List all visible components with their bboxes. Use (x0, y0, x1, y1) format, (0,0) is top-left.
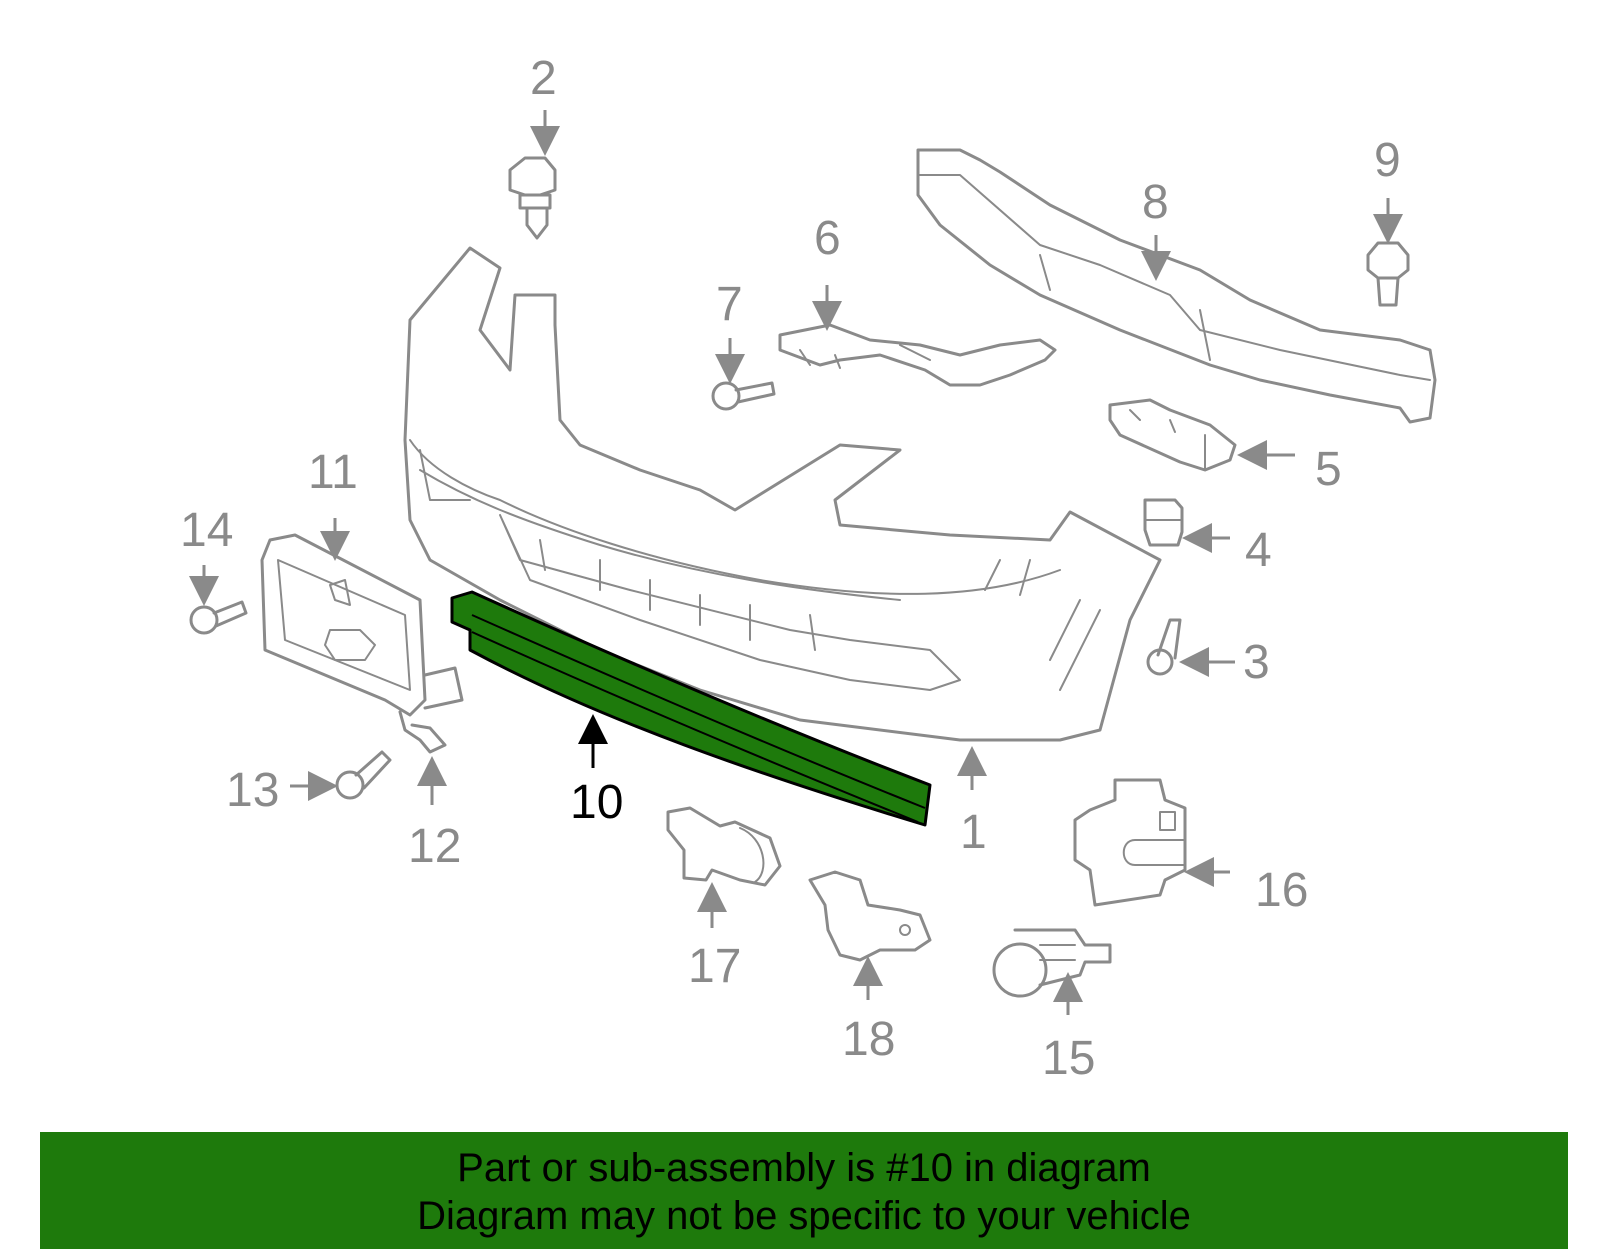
sensor-part-17[interactable] (666, 806, 782, 887)
bolt-part-9[interactable] (1366, 241, 1410, 307)
callout-1: 1 (960, 806, 987, 859)
info-banner: Part or sub-assembly is #10 in diagram D… (40, 1132, 1568, 1249)
callout-11: 11 (308, 446, 358, 499)
callout-8: 8 (1142, 176, 1169, 229)
bolt-part-7[interactable] (711, 381, 776, 411)
bolt-part-13[interactable] (335, 750, 392, 800)
callout-5: 5 (1315, 443, 1342, 496)
bolt-part-14[interactable] (189, 600, 248, 635)
banner-line-part-number: Part or sub-assembly is #10 in diagram (457, 1146, 1151, 1190)
clip-part-12[interactable] (398, 710, 447, 754)
callout-13: 13 (226, 764, 279, 817)
callout-4: 4 (1245, 524, 1272, 577)
callout-2: 2 (530, 52, 557, 105)
callout-17: 17 (688, 940, 741, 993)
clip-part-4[interactable] (1143, 498, 1184, 547)
callout-labels: 1 2 3 4 5 6 7 8 9 10 11 12 13 14 15 16 1… (180, 52, 1401, 1085)
banner-line-disclaimer: Diagram may not be specific to your vehi… (417, 1194, 1191, 1238)
callout-15: 15 (1042, 1032, 1095, 1085)
callout-6: 6 (814, 212, 841, 265)
callout-14: 14 (180, 504, 233, 557)
clip-part-2[interactable] (508, 156, 557, 240)
sensor-bracket-part-16[interactable] (1073, 778, 1187, 907)
callout-9: 9 (1374, 134, 1401, 187)
callout-10: 10 (570, 776, 623, 829)
callout-12: 12 (408, 820, 461, 873)
bracket-part-6[interactable] (778, 323, 1057, 387)
sensor-part-15[interactable] (992, 928, 1112, 998)
lower-beam-part-10[interactable] (450, 590, 932, 827)
bracket-part-18[interactable] (808, 870, 932, 962)
bracket-part-5[interactable] (1108, 398, 1237, 472)
callout-arrows (189, 110, 1403, 1015)
callout-3: 3 (1243, 636, 1270, 689)
callout-18: 18 (842, 1013, 895, 1066)
bolt-part-3[interactable] (1146, 618, 1182, 676)
callout-7: 7 (716, 278, 743, 331)
reinforcement-part-8[interactable] (916, 148, 1437, 424)
callout-16: 16 (1255, 864, 1308, 917)
